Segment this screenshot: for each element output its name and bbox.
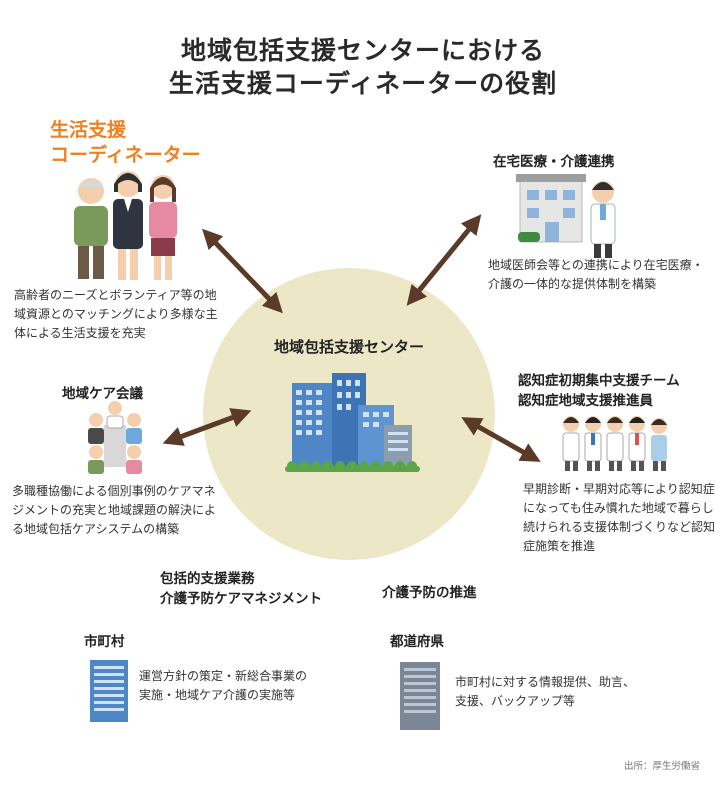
dementia-title-line-2: 認知症地域支援推進員: [518, 393, 653, 409]
prefecture-description: 市町村に対する情報提供、助言、支援、バックアップ等: [455, 675, 636, 708]
arrow-care-meeting: [162, 408, 252, 446]
prevention-label: 介護予防の推進: [382, 585, 477, 601]
prefecture-title: 都道府県: [390, 634, 444, 650]
municipality-description: 運営方針の策定・新総合事業の実施・地域ケア介護の実施等: [139, 669, 308, 702]
municipality-building-icon: [90, 660, 128, 722]
prefecture-building-icon: [400, 662, 440, 730]
diagram-title: 地域包括支援センターにおける 生活支援コーディネーターの役割: [0, 34, 726, 100]
dementia-title: 認知症初期集中支援チーム 認知症地域支援推進員: [518, 371, 680, 411]
city-buildings-illustration: [285, 373, 420, 472]
medical-title: 在宅医療・介護連携: [493, 154, 615, 170]
source-credit: 出所：厚生労働省: [623, 761, 700, 772]
medical-description: 地域医師会等との連携により在宅医療・介護の一体的な提供体制を構築: [488, 258, 704, 291]
arrow-medical: [406, 214, 482, 306]
coordinator-description: 高齢者のニーズとボランティア等の地域資源とのマッチングにより多様な主体による生活…: [14, 288, 218, 340]
clinic-illustration: [516, 174, 616, 258]
support-work-line-1: 包括的支援業務: [160, 571, 255, 587]
support-work-line-2: 介護予防ケアマネジメント: [160, 591, 322, 607]
title-line-2: 生活支援コーディネーターの役割: [168, 69, 558, 98]
support-work-label: 包括的支援業務 介護予防ケアマネジメント: [160, 569, 322, 609]
coordinator-title-line-2: コーディネーター: [50, 144, 201, 166]
care-meeting-illustration: [88, 401, 142, 474]
dementia-description: 早期診断・早期対応等により認知症になっても住み慣れた地域で暮らし続けられる支援体…: [523, 482, 716, 553]
coordinator-title-line-1: 生活支援: [50, 119, 127, 141]
care-meeting-title: 地域ケア会議: [62, 386, 143, 402]
arrow-dementia: [461, 417, 541, 462]
arrow-coordinator: [202, 228, 283, 314]
dementia-title-line-1: 認知症初期集中支援チーム: [518, 373, 680, 389]
coordinator-title: 生活支援 コーディネーター: [50, 118, 201, 168]
care-meeting-description: 多職種協働による個別事例のケアマネジメントの充実と地域課題の解決による地域包括ケ…: [12, 484, 217, 536]
dementia-team-illustration: [562, 416, 667, 471]
municipality-title: 市町村: [84, 634, 125, 650]
center-label: 地域包括支援センター: [273, 338, 424, 356]
title-line-1: 地域包括支援センターにおける: [180, 36, 545, 65]
coordinator-people-illustration: [74, 171, 177, 280]
